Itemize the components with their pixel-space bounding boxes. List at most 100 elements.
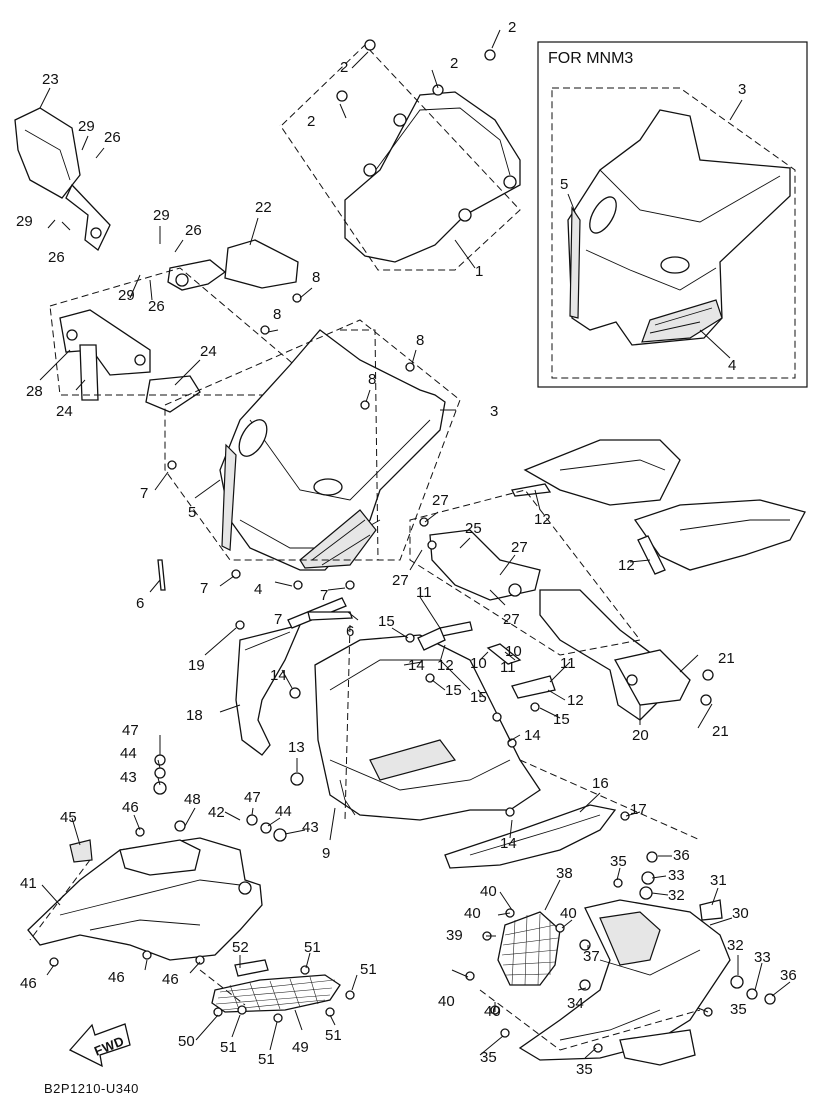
callout: 21 [718, 650, 735, 667]
callout: 40 [480, 883, 497, 900]
lower-cowl-left [27, 837, 263, 961]
callout: 10 [505, 643, 522, 660]
lower-cowl-right [518, 899, 731, 1066]
callout: 46 [20, 975, 37, 992]
callout: 40 [484, 1003, 501, 1020]
callout: 51 [304, 939, 321, 956]
callout: 21 [712, 723, 729, 740]
callout: 2 [340, 59, 348, 76]
callout: 9 [322, 845, 330, 862]
side-cowl-left [235, 624, 302, 756]
callout: 10 [470, 655, 487, 672]
callout: 26 [148, 298, 165, 315]
callout: 17 [630, 801, 647, 818]
callout: 31 [710, 872, 727, 889]
callout: 13 [288, 739, 305, 756]
inset-label: FOR MNM3 [548, 50, 633, 67]
callout: 1 [475, 263, 483, 280]
inset-side-panel [569, 206, 581, 319]
callout: 12 [437, 657, 454, 674]
callout: 29 [78, 118, 95, 135]
callout: 15 [378, 613, 395, 630]
callout: 11 [560, 655, 576, 672]
callout: 14 [524, 727, 541, 744]
callout: 25 [465, 520, 482, 537]
callout: 15 [470, 689, 487, 706]
mirror-left [14, 107, 111, 252]
callout: 39 [446, 927, 463, 944]
mirror-right [167, 239, 299, 291]
lens-cover-4 [299, 509, 377, 569]
callout: 2 [508, 19, 516, 36]
callout: 22 [255, 199, 272, 216]
inset-leaders [567, 99, 743, 359]
callout: 29 [153, 207, 170, 224]
fwd-arrow: FWD [68, 1023, 131, 1068]
upper-cowling [164, 319, 461, 571]
callout: 24 [56, 403, 73, 420]
callout: 15 [553, 711, 570, 728]
callout: 7 [140, 485, 148, 502]
callout: 43 [302, 819, 319, 836]
callout: 5 [188, 504, 196, 521]
callout: 18 [186, 707, 203, 724]
callout: 32 [727, 937, 744, 954]
callout: 37 [583, 948, 600, 965]
callout: 36 [673, 847, 690, 864]
leader-dashes-lower [29, 624, 701, 1051]
callout: 35 [576, 1061, 593, 1078]
callout: 40 [560, 905, 577, 922]
windscreen [279, 44, 521, 271]
callout: 14 [270, 667, 287, 684]
callout: 14 [408, 657, 425, 674]
callout: 38 [556, 865, 573, 882]
leader-lines [39, 29, 791, 1059]
diagram-code: B2P1210-U340 [44, 1081, 139, 1096]
callout: 27 [392, 572, 409, 589]
under-cowl-front [314, 634, 541, 821]
callout: 26 [185, 222, 202, 239]
callout: 15 [445, 682, 462, 699]
callout: 52 [232, 939, 249, 956]
callout: 16 [592, 775, 609, 792]
inset-mnm3: FOR MNM3 [537, 41, 808, 388]
callout: 12 [567, 692, 584, 709]
inset-lens-cover [641, 299, 723, 343]
callout: 12 [534, 511, 551, 528]
callout: 27 [503, 611, 520, 628]
callout: 23 [42, 71, 59, 88]
callout: 44 [275, 803, 292, 820]
inset-callout: 5 [560, 176, 568, 193]
mesh-38 [497, 911, 561, 986]
callout: 32 [668, 887, 685, 904]
callout: 51 [220, 1039, 237, 1056]
callout: 30 [732, 905, 749, 922]
callout: 35 [480, 1049, 497, 1066]
callout: 7 [200, 580, 208, 597]
callout: 41 [20, 875, 37, 892]
callout: 11 [416, 584, 432, 601]
callout: 51 [325, 1027, 342, 1044]
inset-callout: 4 [728, 357, 736, 374]
inner-panel-upper [511, 439, 681, 506]
callout: 8 [416, 332, 424, 349]
callout: 3 [490, 403, 498, 420]
callout: 27 [432, 492, 449, 509]
inset-callout: 3 [738, 81, 746, 98]
callout: 40 [438, 993, 455, 1010]
callout: 49 [292, 1039, 309, 1056]
mesh-49 [211, 974, 341, 1013]
inset-upper-cowling [567, 109, 791, 346]
callout: 20 [632, 727, 649, 744]
callout: 26 [104, 129, 121, 146]
callout: 43 [120, 769, 137, 786]
callout-numbers: 2 2 2 2 1 23 29 26 29 26 22 29 26 29 26 … [16, 19, 797, 1078]
callout: 45 [60, 809, 77, 826]
side-panel-16 [444, 804, 617, 869]
cowling-stay [409, 489, 691, 721]
callout: 47 [244, 789, 261, 806]
callout: 48 [184, 791, 201, 808]
callout: 8 [312, 269, 320, 286]
callout: 46 [162, 971, 179, 988]
